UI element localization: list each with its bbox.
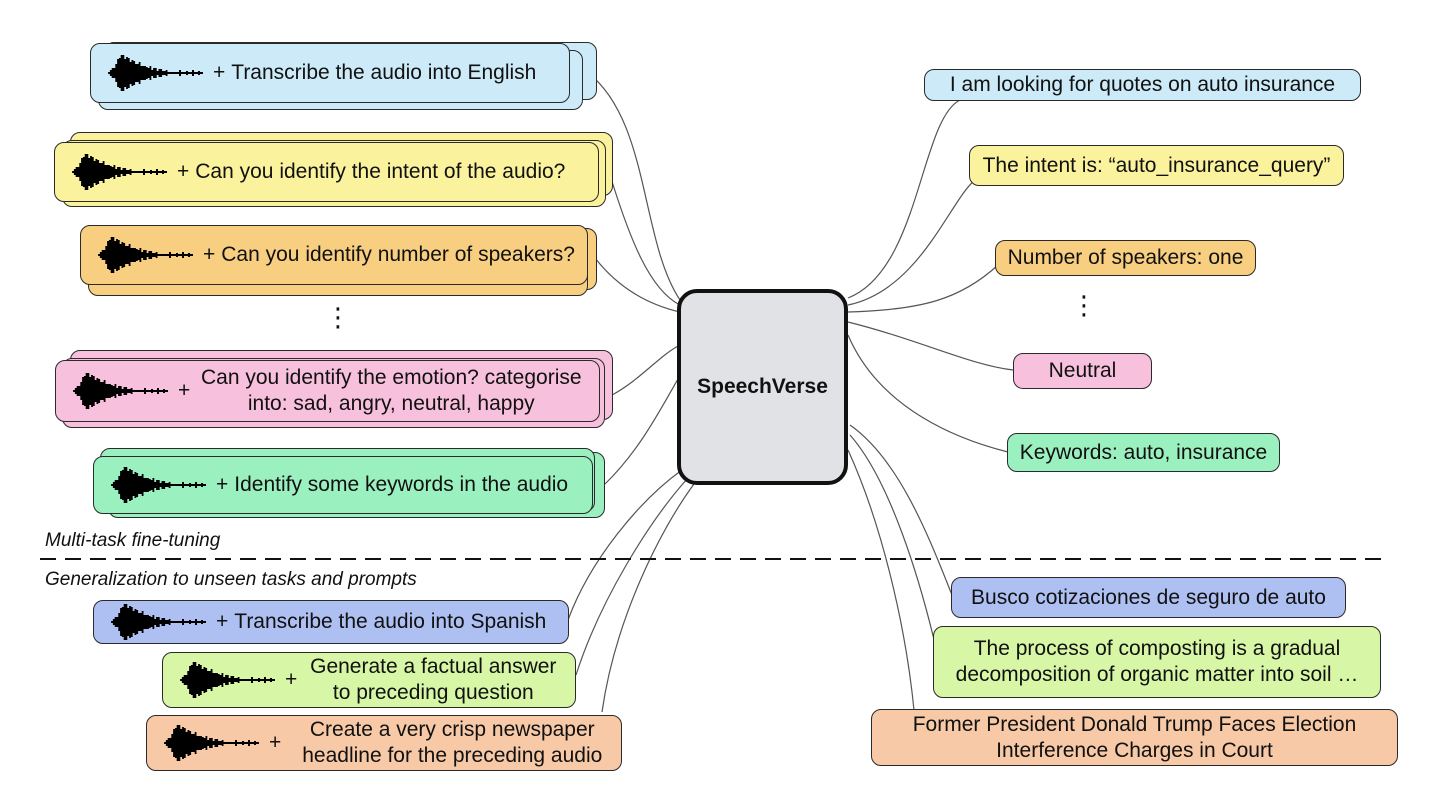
response-transcription-english: I am looking for quotes on auto insuranc… <box>924 69 1361 101</box>
plus-sign: + <box>213 61 226 84</box>
connector-line <box>847 334 1009 453</box>
plus-sign: + <box>216 473 229 496</box>
audio-waveform-icon <box>180 662 275 698</box>
left-ellipsis: ⋮ <box>325 302 351 332</box>
response-transcription-spanish: Busco cotizaciones de seguro de auto <box>951 577 1346 618</box>
model-title: SpeechVerse <box>697 375 828 398</box>
prompt-factual-answer: + Generate a factual answer to preceding… <box>162 652 576 708</box>
audio-waveform-icon <box>111 467 206 503</box>
connector-line <box>604 371 683 485</box>
connector-line <box>849 424 953 596</box>
response-factual-answer: The process of composting is a gradual d… <box>933 626 1381 698</box>
response-intent: The intent is: “auto_insurance_query” <box>969 145 1344 186</box>
connector-line <box>847 99 961 299</box>
prompt-transcribe-english: + Transcribe the audio into English <box>90 43 570 103</box>
plus-sign: + <box>178 379 191 402</box>
connector-line <box>609 174 681 306</box>
prompt-identify-intent: + Can you identify the intent of the aud… <box>54 142 599 202</box>
prompt-transcribe-spanish: + Transcribe the audio into Spanish <box>93 600 569 644</box>
response-keywords: Keywords: auto, insurance <box>1007 433 1280 472</box>
prompt-text: Transcribe the audio into Spanish <box>234 610 547 633</box>
plus-sign: + <box>216 610 229 633</box>
audio-waveform-icon <box>73 373 168 409</box>
connector-line <box>601 483 695 713</box>
prompt-identify-keywords: + Identify some keywords in the audio <box>93 456 593 514</box>
connector-line <box>847 264 999 313</box>
audio-waveform-icon <box>111 604 206 640</box>
prompt-number-of-speakers: + Can you identify number of speakers? <box>80 225 588 285</box>
audio-waveform-icon <box>108 55 203 91</box>
connector-line <box>567 469 683 621</box>
connector-line <box>847 321 1014 371</box>
response-number-of-speakers: Number of speakers: one <box>995 240 1256 276</box>
prompt-text: Identify some keywords in the audio <box>234 473 569 496</box>
connector-line <box>611 344 681 396</box>
prompt-newspaper-headline: + Create a very crisp newspaper headline… <box>146 715 622 771</box>
connector-line <box>849 434 937 649</box>
connector-line <box>847 449 915 711</box>
plus-sign: + <box>269 731 282 754</box>
connector-line <box>575 477 689 676</box>
connector-line <box>586 71 681 301</box>
prompt-text: Transcribe the audio into English <box>231 61 537 84</box>
prompt-text: Generate a factual answer to preceding q… <box>310 655 557 704</box>
section-label-multitask: Multi-task fine-tuning <box>45 530 221 551</box>
speechverse-model-box: SpeechVerse <box>677 289 848 485</box>
right-ellipsis: ⋮ <box>1071 290 1097 320</box>
prompt-text: Create a very crisp newspaper headline f… <box>302 718 603 767</box>
connector-line <box>594 257 681 313</box>
audio-waveform-icon <box>164 725 259 761</box>
prompt-text: Can you identify number of speakers? <box>221 243 575 266</box>
plus-sign: + <box>177 160 190 183</box>
audio-waveform-icon <box>98 237 193 273</box>
section-label-generalization: Generalization to unseen tasks and promp… <box>45 569 417 590</box>
connector-line <box>847 179 976 306</box>
prompt-identify-emotion: + Can you identify the emotion? categori… <box>55 360 600 422</box>
response-headline: Former President Donald Trump Faces Elec… <box>871 709 1398 766</box>
prompt-text: Can you identify the intent of the audio… <box>195 160 566 183</box>
audio-waveform-icon <box>72 154 167 190</box>
prompt-text: Can you identify the emotion? categorise… <box>200 366 582 415</box>
response-emotion: Neutral <box>1013 353 1152 389</box>
plus-sign: + <box>203 243 216 266</box>
plus-sign: + <box>285 668 298 691</box>
